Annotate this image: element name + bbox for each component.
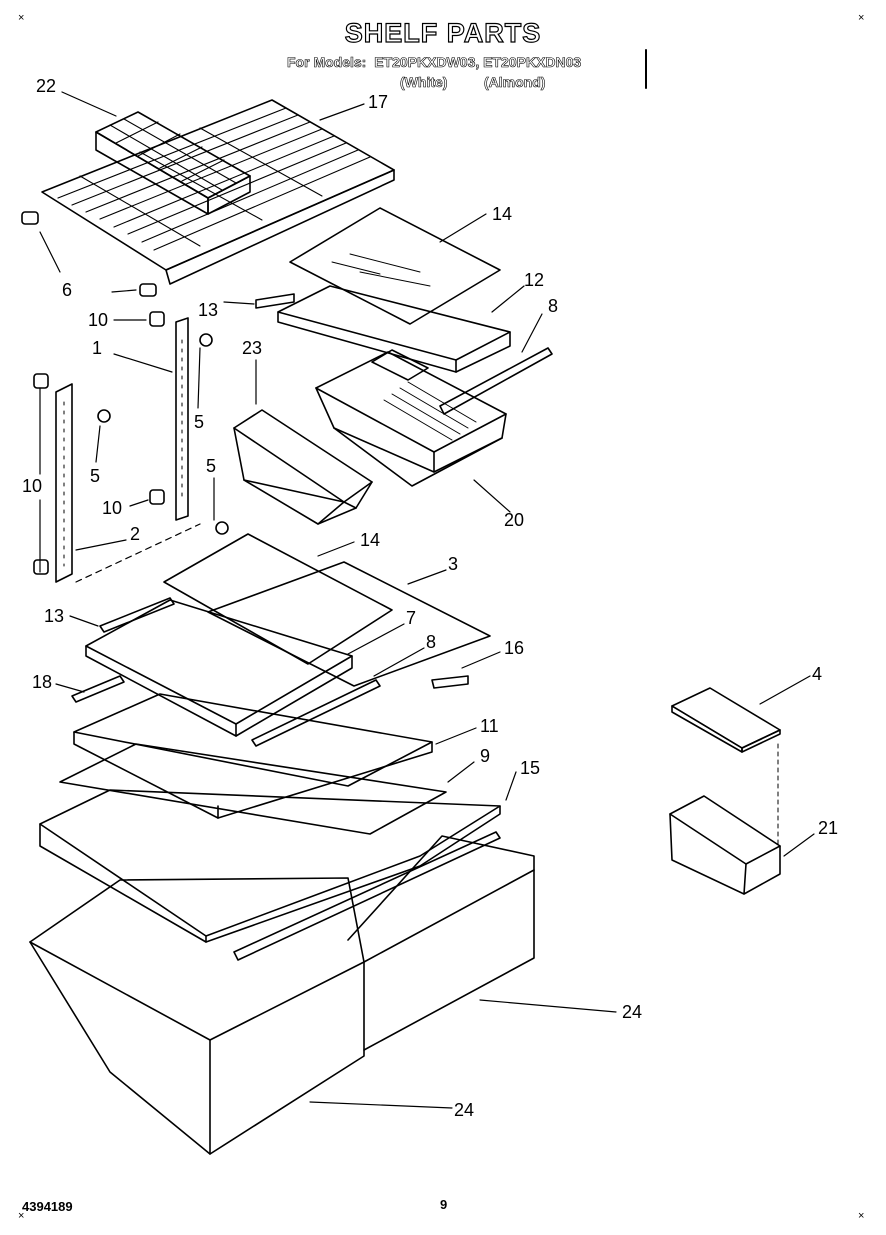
models-list: ET20PKXDW03, ET20PKXDN03 bbox=[374, 54, 582, 71]
crisper-cover-frame bbox=[39, 789, 501, 943]
dairy-bin-lid bbox=[671, 687, 781, 753]
part-labels: 22 17 14 12 8 6 13 10 1 23 5 5 5 10 10 2… bbox=[22, 76, 838, 1120]
upper-crisper-drawer bbox=[315, 349, 507, 487]
part-label-17: 17 bbox=[368, 92, 388, 112]
part-label-24-right: 24 bbox=[622, 1002, 642, 1022]
part-label-9: 9 bbox=[480, 746, 490, 766]
white-label: (White) bbox=[400, 74, 448, 91]
shelf-pegs bbox=[21, 211, 157, 297]
part-label-1: 1 bbox=[92, 338, 102, 358]
middle-shelf-panel bbox=[207, 561, 491, 687]
wire-shelf bbox=[41, 99, 395, 285]
part-label-7: 7 bbox=[406, 608, 416, 628]
part-label-13-middle: 13 bbox=[44, 606, 64, 626]
part-label-2: 2 bbox=[130, 524, 140, 544]
corner-mark-bottom-left: × bbox=[18, 1210, 25, 1222]
corner-mark-top-left: × bbox=[18, 12, 25, 24]
rail-caps bbox=[33, 311, 165, 575]
part-label-24-left: 24 bbox=[454, 1100, 474, 1120]
part-label-5-left: 5 bbox=[90, 466, 100, 486]
part-label-14-middle: 14 bbox=[360, 530, 380, 550]
right-ladder-rail bbox=[175, 317, 189, 521]
part-label-13-upper: 13 bbox=[198, 300, 218, 320]
lower-shelf-frame bbox=[73, 693, 433, 819]
part-label-8-middle: 8 bbox=[426, 632, 436, 652]
part-label-5-upper: 5 bbox=[194, 412, 204, 432]
upper-shelf-trim bbox=[255, 293, 553, 415]
models-line: For Models: ET20PKXDW03, ET20PKXDN03 bbox=[283, 54, 582, 71]
almond-label: (Almond) bbox=[484, 74, 546, 91]
corner-mark-bottom-right: × bbox=[858, 1210, 865, 1222]
lower-glass-shelf bbox=[59, 743, 447, 835]
part-label-10-top: 10 bbox=[88, 310, 108, 330]
middle-shelf-frame bbox=[85, 599, 353, 737]
left-ladder-rail bbox=[55, 383, 73, 583]
models-prefix: For Models: bbox=[287, 54, 367, 71]
part-label-23: 23 bbox=[242, 338, 262, 358]
leader-lines bbox=[39, 91, 815, 1109]
part-label-12: 12 bbox=[524, 270, 544, 290]
part-label-15: 15 bbox=[520, 758, 540, 778]
part-label-11: 11 bbox=[480, 716, 499, 736]
dairy-bin bbox=[669, 795, 781, 895]
ice-tray bbox=[95, 111, 251, 215]
crisper-cover-trim bbox=[233, 831, 501, 961]
storage-bin bbox=[233, 409, 373, 525]
part-label-21: 21 bbox=[818, 818, 838, 838]
shelf-trims bbox=[71, 597, 469, 747]
part-label-16: 16 bbox=[504, 638, 524, 658]
upper-glass-shelf bbox=[289, 207, 501, 325]
upper-shelf-frame bbox=[277, 285, 511, 373]
right-crisper-drawer bbox=[347, 835, 535, 1051]
part-label-10-lower: 10 bbox=[102, 498, 122, 518]
part-label-14-upper: 14 bbox=[492, 204, 512, 224]
left-crisper-drawer bbox=[29, 877, 365, 1155]
part-label-22: 22 bbox=[36, 76, 56, 96]
document-number: 4394189 bbox=[22, 1199, 73, 1214]
part-label-6: 6 bbox=[62, 280, 72, 300]
middle-glass-shelf bbox=[163, 533, 393, 665]
part-label-8-upper: 8 bbox=[548, 296, 558, 316]
part-label-5-lower: 5 bbox=[206, 456, 216, 476]
part-label-3: 3 bbox=[448, 554, 458, 574]
page-number: 9 bbox=[440, 1197, 448, 1212]
rail-screws bbox=[97, 333, 229, 535]
corner-mark-top-right: × bbox=[858, 12, 865, 24]
part-label-18: 18 bbox=[32, 672, 52, 692]
part-label-20: 20 bbox=[504, 510, 524, 530]
part-label-10-left: 10 bbox=[22, 476, 42, 496]
part-label-4: 4 bbox=[812, 664, 822, 684]
page-title: SHELF PARTS bbox=[344, 17, 542, 48]
